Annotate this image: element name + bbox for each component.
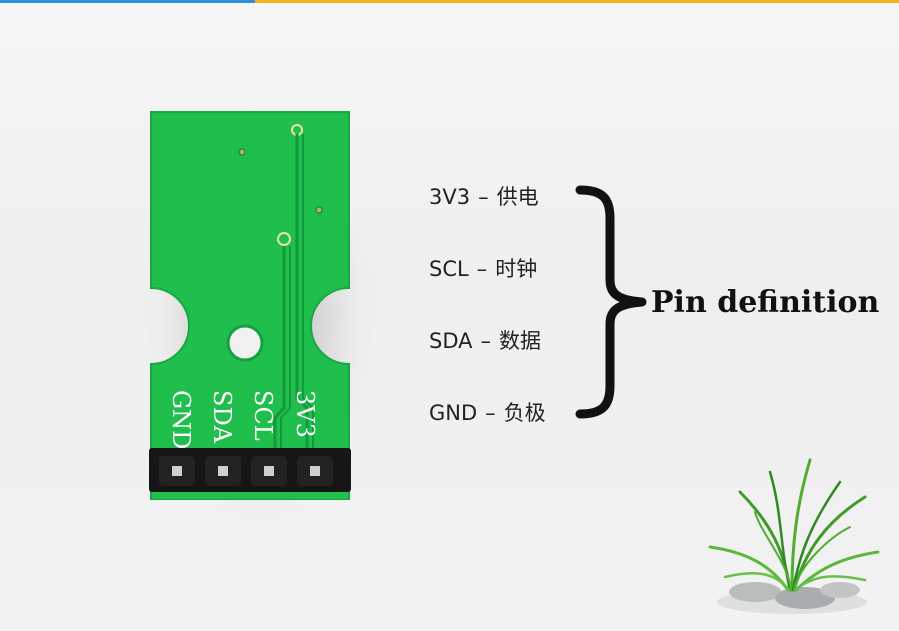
via — [277, 232, 291, 246]
silkscreen-3v3: 3V3 — [291, 390, 319, 438]
pin-label-gnd: GND–负极 — [429, 397, 589, 427]
top-accent-blue — [0, 0, 255, 3]
pin-header — [149, 448, 351, 492]
pin-desc: 负极 — [503, 401, 546, 425]
pin-definition-title: Pin definition — [651, 285, 880, 320]
via — [238, 148, 246, 156]
stone — [820, 582, 860, 598]
pcb-trace — [302, 134, 314, 458]
silkscreen-gnd: GND — [167, 390, 195, 449]
pin-dash: – — [480, 329, 492, 353]
pin-dash: – — [485, 401, 496, 425]
pin-desc: 供电 — [496, 185, 539, 209]
pin-label-sda: SDA–数据 — [429, 325, 589, 355]
pin-label-scl: SCL–时钟 — [429, 253, 589, 283]
pcb-trace — [273, 246, 286, 458]
via — [315, 206, 323, 214]
plant-decoration — [708, 458, 880, 614]
curly-brace-icon — [575, 185, 647, 419]
mounting-hole — [226, 324, 264, 362]
pcb-outline — [150, 111, 350, 500]
pin-name: SCL — [429, 257, 469, 281]
silkscreen-sda: SDA — [208, 390, 236, 444]
pin-name: SDA — [429, 329, 473, 353]
pin-desc: 数据 — [499, 329, 541, 353]
top-accent-yellow — [255, 0, 899, 3]
silkscreen-scl: SCL — [249, 390, 277, 441]
pin-dash: – — [476, 257, 488, 281]
sensor-board-photo: GND SDA SCL 3V3 — [149, 111, 351, 500]
top-accent-bar — [0, 0, 899, 3]
pin-label-3v3: 3V3–供电 — [429, 181, 589, 211]
pin-dash: – — [478, 185, 489, 209]
pcb-trace — [280, 246, 291, 458]
pin-name: GND — [429, 401, 478, 425]
pin-desc: 时钟 — [495, 257, 538, 281]
pin-name: 3V3 — [429, 185, 471, 209]
pcb-trace — [295, 134, 309, 458]
stone — [775, 587, 835, 609]
stone — [729, 582, 781, 602]
